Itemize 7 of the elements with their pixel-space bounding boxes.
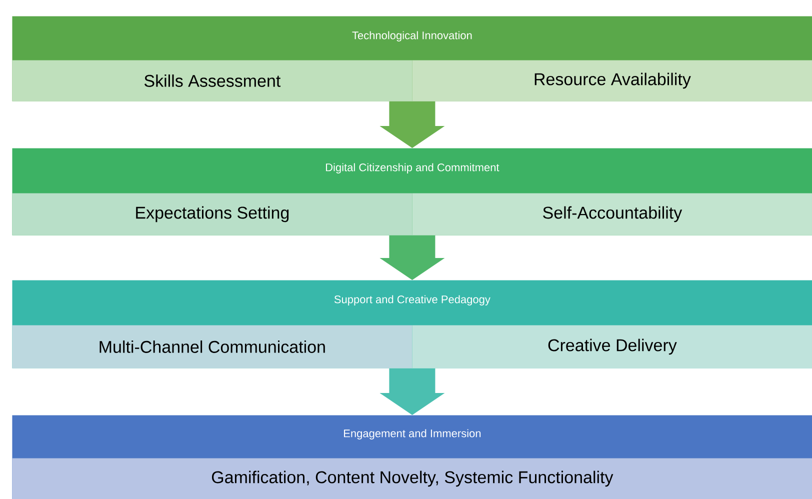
item-cell: Multi-Channel Communication (12, 325, 412, 368)
item-cell: Self-Accountability (412, 193, 812, 236)
item-cell: Skills Assessment (12, 60, 412, 102)
item-cell: Resource Availability (412, 60, 812, 102)
item-cell: Expectations Setting (12, 193, 412, 236)
item-cell: Gamification, Content Novelty, Systemic Functionality (12, 458, 812, 499)
item-cell: Creative Delivery (412, 325, 812, 368)
